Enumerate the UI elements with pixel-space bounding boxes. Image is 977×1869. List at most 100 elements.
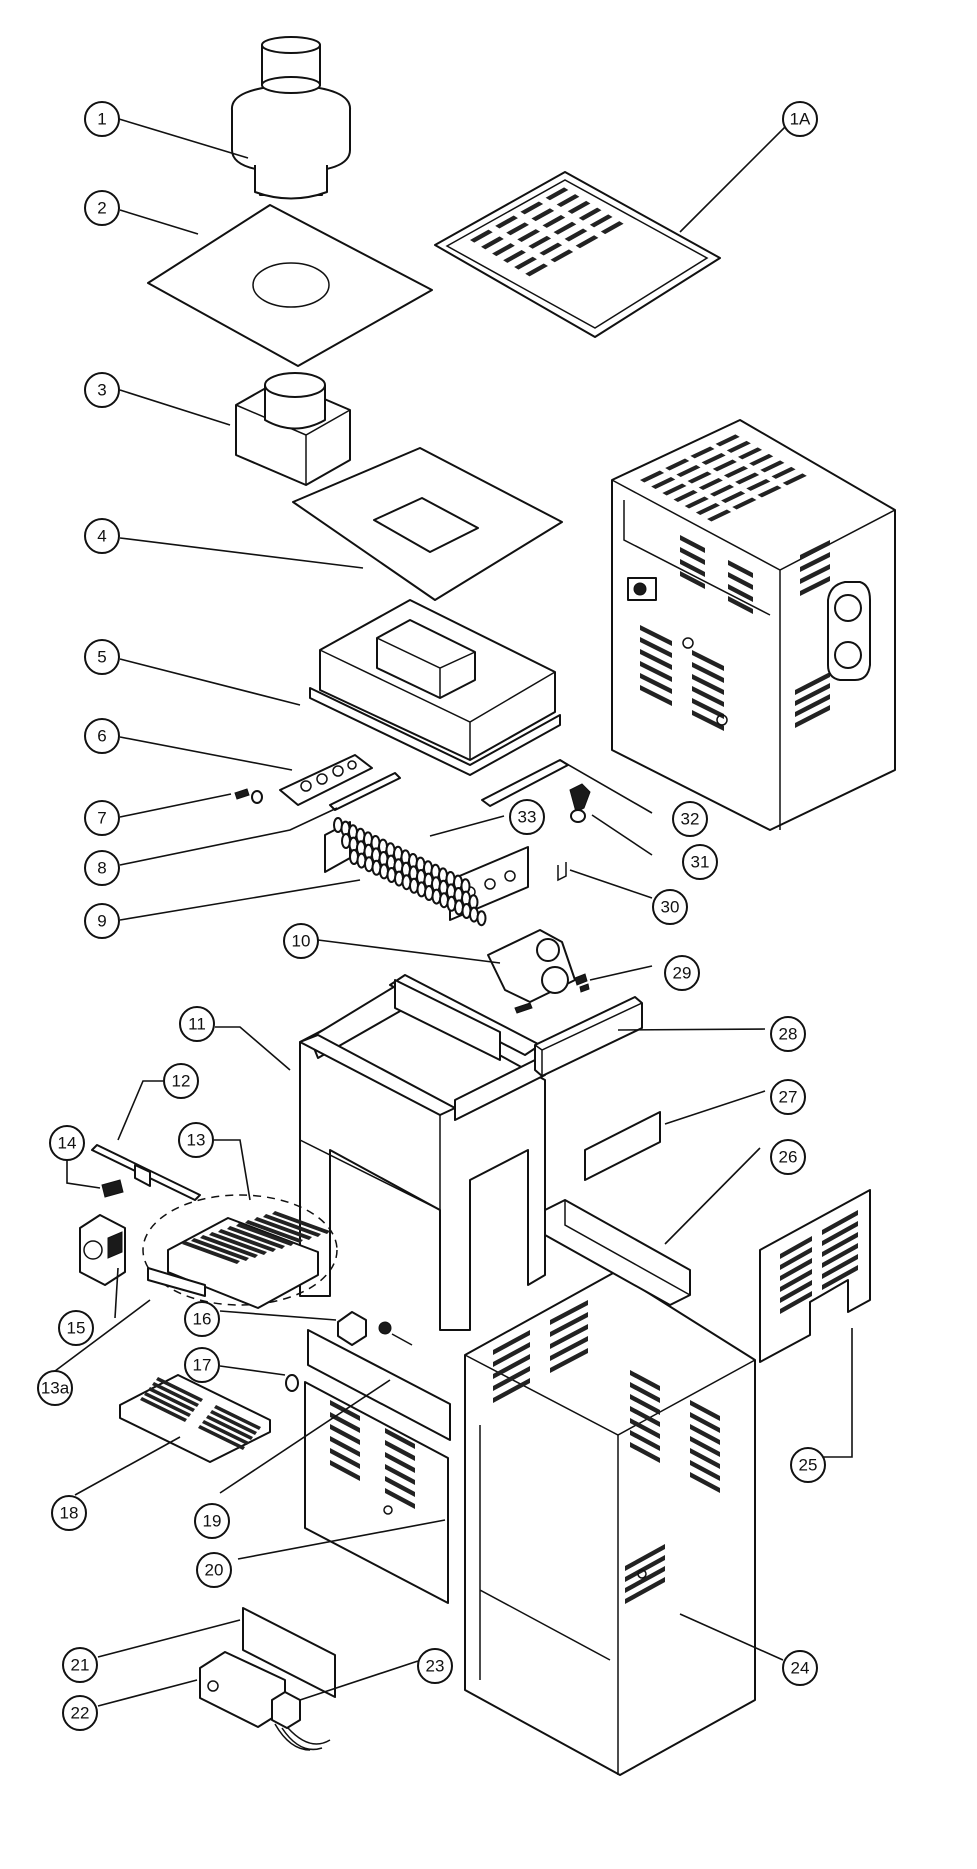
louver-slot — [690, 1400, 720, 1421]
louver-slot — [822, 1243, 858, 1268]
svg-text:31: 31 — [691, 853, 710, 872]
svg-text:9: 9 — [97, 912, 106, 931]
louver-slot — [545, 187, 569, 201]
louver-slot — [272, 1211, 330, 1234]
part-5-flue-collector — [309, 599, 561, 776]
callout-7: 7 — [84, 800, 120, 836]
louver-slot — [760, 460, 785, 473]
louver-slot — [680, 559, 705, 577]
louver-slot — [822, 1254, 858, 1279]
louver-slot — [531, 208, 555, 222]
callout-14: 14 — [49, 1125, 85, 1161]
callout-25: 25 — [790, 1447, 826, 1483]
svg-text:20: 20 — [205, 1561, 224, 1580]
louver-slot — [692, 710, 724, 731]
louver-slot — [640, 625, 672, 646]
louver-slot — [210, 1410, 257, 1435]
svg-text:18: 18 — [60, 1504, 79, 1523]
louver-slot — [757, 485, 782, 498]
svg-text:8: 8 — [97, 859, 106, 878]
louver-slot — [550, 1300, 588, 1325]
louver-slot — [692, 674, 724, 695]
callout-11: 11 — [179, 1006, 215, 1042]
louver-slot — [236, 1223, 294, 1246]
louver-slot — [680, 535, 705, 553]
louver-slot — [506, 222, 529, 236]
svg-text:10: 10 — [292, 932, 311, 951]
svg-text:17: 17 — [193, 1356, 212, 1375]
louver-slot — [493, 1342, 530, 1367]
louver-slot — [493, 1354, 530, 1379]
louver-slot — [630, 1394, 660, 1415]
svg-text:15: 15 — [67, 1319, 86, 1338]
louver-slot — [182, 1241, 240, 1264]
louver-slot — [728, 560, 753, 578]
svg-text:11: 11 — [188, 1015, 206, 1034]
callout-26: 26 — [770, 1139, 806, 1175]
svg-text:23: 23 — [426, 1657, 445, 1676]
callout-18: 18 — [51, 1495, 87, 1531]
louver-slot — [795, 694, 830, 717]
louver-slot — [640, 470, 665, 483]
callout-33: 33 — [509, 799, 545, 835]
louver-slot — [550, 249, 574, 263]
louver-slot — [567, 200, 591, 214]
louver-slot — [550, 1348, 588, 1373]
svg-text:7: 7 — [97, 809, 106, 828]
louver-slot — [481, 236, 504, 250]
louver-slot — [690, 1448, 720, 1469]
part-3-flue-collar — [235, 372, 351, 486]
callout-30: 30 — [652, 889, 688, 925]
louver-slot — [385, 1464, 415, 1485]
louver-slot — [701, 452, 726, 465]
callout-13a: 13a — [37, 1370, 73, 1406]
louver-slot — [771, 466, 796, 479]
louver-slot — [822, 1232, 858, 1257]
louver-slot — [780, 1269, 812, 1292]
svg-text:25: 25 — [799, 1456, 818, 1475]
louver-slot — [625, 1566, 665, 1593]
louver-slot — [690, 1436, 720, 1457]
louver-slot — [385, 1440, 415, 1461]
louver-slot — [600, 221, 624, 235]
louver-slot — [630, 1442, 660, 1463]
louver-slot — [589, 214, 613, 228]
svg-text:6: 6 — [97, 727, 106, 746]
louver-slot — [254, 1217, 312, 1240]
louver-slot — [676, 465, 701, 477]
callout-16: 16 — [184, 1301, 220, 1337]
louver-slot — [245, 1220, 303, 1243]
callout-15: 15 — [58, 1310, 94, 1346]
part-30-clip — [557, 862, 567, 882]
louver-slot — [715, 434, 740, 447]
louver-slot — [630, 1430, 660, 1451]
svg-text:13a: 13a — [41, 1379, 70, 1398]
callout-1: 1 — [84, 101, 120, 137]
svg-text:16: 16 — [193, 1310, 212, 1329]
svg-text:21: 21 — [71, 1656, 90, 1675]
louver-slot — [692, 686, 724, 707]
part-8-gasket — [329, 772, 401, 811]
louver-slot — [737, 447, 763, 460]
louver-slot — [780, 1280, 812, 1303]
svg-text:5: 5 — [97, 648, 106, 667]
louver-slot — [795, 683, 830, 706]
svg-text:19: 19 — [203, 1512, 222, 1531]
louver-slot — [156, 1377, 203, 1402]
louver-slot — [673, 490, 698, 502]
callout-20: 20 — [196, 1552, 232, 1588]
part-24-cabinet — [464, 1271, 756, 1776]
louver-slot — [528, 235, 552, 249]
louver-slot — [542, 214, 566, 228]
louver-slot — [687, 471, 712, 484]
svg-text:3: 3 — [97, 381, 106, 400]
part-26-channel — [544, 1199, 691, 1306]
louver-slot — [539, 242, 563, 256]
louver-slot — [493, 1378, 530, 1403]
louver-slot — [780, 1236, 812, 1259]
callout-4: 4 — [84, 518, 120, 554]
part-19-control-bracket — [307, 1329, 451, 1441]
louver-slot — [263, 1214, 321, 1237]
louver-slot — [680, 571, 705, 589]
louver-slot — [330, 1436, 360, 1457]
